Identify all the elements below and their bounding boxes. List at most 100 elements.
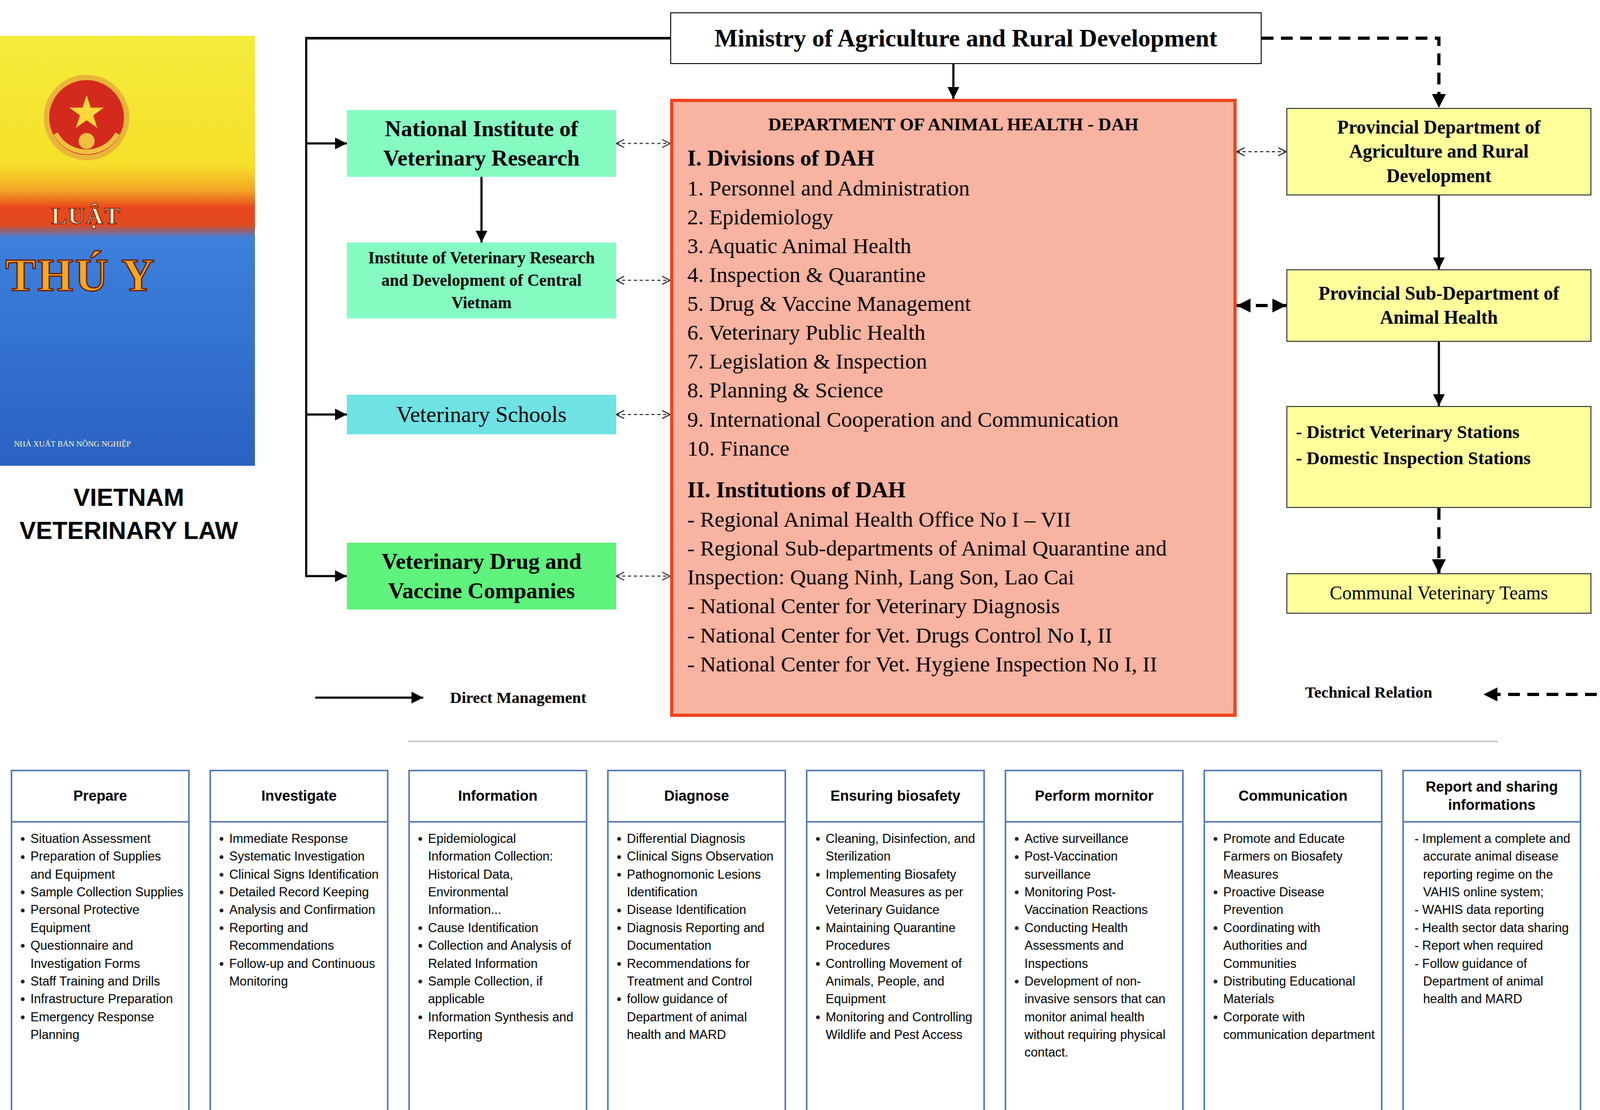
provincial-box: Provincial Department of Agriculture and… — [1286, 107, 1592, 196]
list-row: Coordinating with Authorities and Commun… — [1211, 919, 1377, 974]
list-row: Promote and Educate Farmers on Biosafety… — [1211, 830, 1377, 884]
list-item: Coordinating with Authorities and Commun… — [1223, 919, 1377, 974]
bullet-dot — [1014, 855, 1019, 860]
bullet-dot — [1213, 837, 1218, 842]
list-item: 8. Planning & Science — [687, 375, 1220, 405]
cover-text: LUẬT — [51, 202, 121, 230]
list-item: Maintaining Quarantine Procedures — [825, 919, 980, 956]
list-item: Promote and Educate Farmers on Biosafety… — [1223, 830, 1377, 884]
bullet-dot — [219, 890, 224, 895]
bullet-dot — [418, 980, 423, 984]
column-header: Diagnose — [608, 771, 785, 823]
connector — [1438, 195, 1441, 270]
list-row: Corporate with communication department — [1211, 1008, 1377, 1045]
bullet-dot — [219, 873, 224, 877]
list-row: Controlling Movement of Animals, People,… — [813, 955, 980, 1009]
list-row: Detailed Record Keeping — [217, 883, 383, 902]
connector — [616, 576, 671, 578]
column-header: Communication — [1205, 771, 1381, 823]
list-row: Post-Vaccination surveillance — [1012, 848, 1178, 884]
list-row: Analysis and Confirmation — [217, 901, 383, 920]
column-body: Differential DiagnosisClinical Signs Obs… — [608, 822, 785, 1045]
bullet-dot — [1014, 837, 1019, 842]
column-body: Epidemiological Information Collection: … — [409, 822, 586, 1045]
bullet-dot — [617, 909, 621, 913]
list-item: Questionnaire and Investigation Forms — [30, 937, 184, 974]
bullet-dot — [1014, 980, 1019, 984]
list-item: - Health sector data sharing — [1423, 919, 1576, 938]
caption-text: VIETNAM VETERINARY LAW — [3, 480, 255, 548]
list-row: Clinical Signs Observation — [615, 848, 781, 866]
bullet-dot — [20, 944, 25, 949]
connector — [1236, 151, 1287, 153]
bullet-dot — [418, 926, 423, 931]
box-label: Veterinary Drug and Vaccine Companies — [355, 547, 608, 606]
list-item: - Report when required — [1423, 937, 1576, 955]
column-body: - Implement a complete and accurate anim… — [1403, 822, 1580, 1009]
list-row: Systematic Investigation — [217, 848, 383, 866]
bullet-dot — [219, 962, 224, 967]
column-title: Prepare — [73, 787, 128, 806]
list-item: Follow-up and Continuous Monitoring — [229, 955, 383, 992]
column-header: Investigate — [211, 771, 387, 823]
list-item: Analysis and Confirmation — [229, 901, 383, 920]
bullet-dot — [617, 873, 621, 877]
list-row: Clinical Signs Identification — [217, 866, 383, 884]
list-item: Pathognomonic Lesions Identification — [626, 866, 781, 903]
step-column: CommunicationPromote and Educate Farmers… — [1203, 770, 1383, 1110]
box-label: Veterinary Schools — [396, 401, 567, 429]
list-item: 3. Aquatic Animal Health — [687, 231, 1220, 261]
bullet-dot — [20, 1015, 25, 1020]
list-item: Corporate with communication department — [1223, 1008, 1377, 1045]
bullet-dot — [418, 837, 423, 842]
box-label: Provincial Department of Agriculture and… — [1295, 115, 1582, 189]
list-row: Emergency Response Planning — [18, 1008, 184, 1045]
step-column: InformationEpidemiological Information C… — [408, 770, 588, 1110]
list-item: - National Center for Veterinary Diagnos… — [687, 591, 1220, 621]
list-item: Monitoring Post-Vaccination Reactions — [1024, 883, 1178, 920]
list-item: Infrastructure Preparation — [30, 990, 184, 1009]
bullet-dot — [219, 855, 224, 860]
step-column: InvestigateImmediate ResponseSystematic … — [209, 770, 389, 1110]
list-row: - WAHIS data reporting — [1410, 901, 1576, 920]
list-item: Detailed Record Keeping — [229, 883, 383, 902]
list-item: - District Veterinary Stations — [1295, 418, 1582, 446]
legend-sample — [1483, 693, 1597, 697]
list-item: - National Center for Vet. Hygiene Inspe… — [687, 649, 1220, 679]
list-row: - Follow guidance of Department of anima… — [1410, 955, 1576, 1009]
list-row: Personal Protective Equipment — [18, 901, 184, 938]
list-item: 1. Personnel and Administration — [687, 173, 1220, 203]
column-header: Ensuring biosafety — [807, 771, 984, 823]
list-item: Clinical Signs Observation — [626, 848, 781, 866]
bullet-dot — [816, 1015, 820, 1020]
list-item: Development of non-invasive sensors that… — [1024, 973, 1178, 1063]
box-label: Communal Veterinary Teams — [1329, 582, 1548, 605]
list-item: 9. International Cooperation and Communi… — [687, 405, 1220, 434]
list-row: - Implement a complete and accurate anim… — [1410, 830, 1576, 902]
list-item: Post-Vaccination surveillance — [1024, 848, 1178, 884]
list-item: Cleaning, Disinfection, and Sterilizatio… — [825, 830, 980, 867]
box-label: Institute of Veterinary Research and Dev… — [355, 246, 608, 315]
list-row: Differential Diagnosis — [615, 830, 781, 849]
list-item: Disease Identification — [626, 901, 781, 920]
bullet-dot — [617, 997, 621, 1002]
column-header: Perform mornitor — [1006, 771, 1183, 823]
bullet-dot — [418, 944, 423, 949]
list-item: Reporting and Recommendations — [229, 919, 383, 956]
institute-box: Institute of Veterinary Research and Dev… — [346, 242, 617, 319]
bullet-dot — [816, 926, 820, 931]
cover-text: THÚ Y — [5, 248, 157, 302]
column-body: Immediate ResponseSystematic Investigati… — [211, 822, 387, 991]
bullet-dot — [20, 855, 25, 860]
step-column: DiagnoseDifferential DiagnosisClinical S… — [607, 770, 787, 1110]
company-box: Veterinary Drug and Vaccine Companies — [346, 542, 617, 610]
bullet-dot — [617, 855, 621, 860]
list-item: Distributing Educational Materials — [1223, 973, 1377, 1009]
step-column: Perform mornitorActive surveillancePost-… — [1004, 770, 1184, 1110]
section-heading: I. Divisions of DAH — [687, 143, 1220, 174]
column-body: Cleaning, Disinfection, and Sterilizatio… — [807, 822, 984, 1045]
book-cover: LUẬTTHÚ YNHÀ XUẤT BẢN NÔNG NGHIỆP — [0, 35, 255, 466]
ministry-box: Ministry of Agriculture and Rural Develo… — [670, 12, 1262, 65]
bullet-dot — [1014, 926, 1019, 931]
list-row: follow guidance of Department of animal … — [615, 990, 781, 1045]
